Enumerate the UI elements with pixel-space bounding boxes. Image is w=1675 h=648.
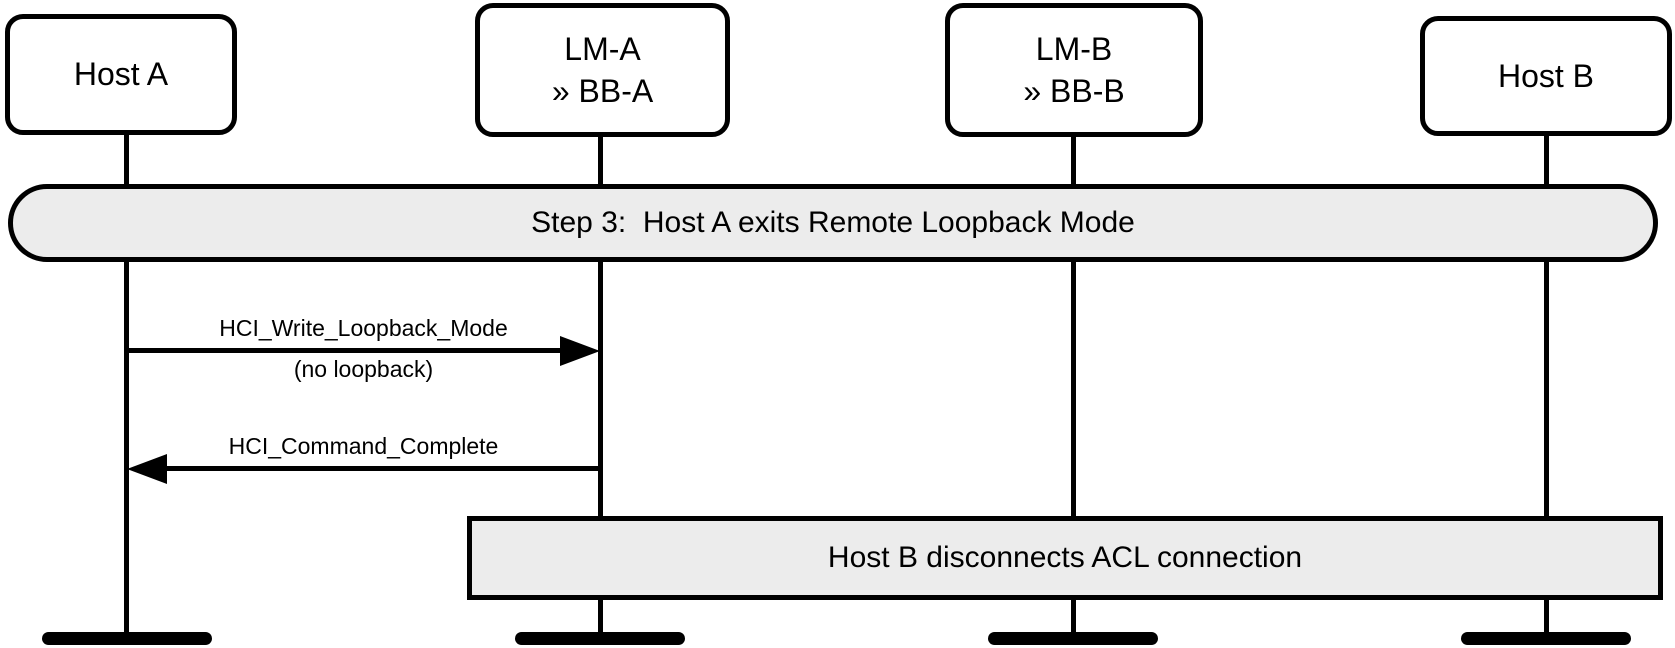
action-box: Host B disconnects ACL connection xyxy=(467,516,1663,600)
message-2-label: HCI_Command_Complete xyxy=(228,433,499,459)
lifeline-lm-a-top xyxy=(598,133,603,186)
arrowhead-left-icon xyxy=(127,454,167,484)
actor-label-lm-b-line2: » BB-B xyxy=(1023,73,1125,109)
actor-label-lm-a-line2: » BB-A xyxy=(551,73,654,109)
actor-box-host-b: Host B xyxy=(1420,16,1672,136)
lifeline-terminator-lm-a xyxy=(515,632,685,645)
lifeline-terminator-lm-b xyxy=(988,632,1158,645)
message-1-sublabel: (no loopback) xyxy=(293,356,434,382)
action-box-text: Host B disconnects ACL connection xyxy=(827,541,1303,574)
lifeline-host-b-bottom xyxy=(1544,598,1549,638)
actor-box-lm-a: LM-A » BB-A xyxy=(475,3,730,137)
message-1-label: HCI_Write_Loopback_Mode xyxy=(219,315,508,341)
lifeline-host-a-top xyxy=(124,133,129,186)
step-banner: Step 3: Host A exits Remote Loopback Mod… xyxy=(8,184,1658,262)
actor-label-host-b: Host B xyxy=(1497,57,1595,94)
lifeline-terminator-host-b xyxy=(1461,632,1631,645)
lifeline-lm-b-bottom xyxy=(1071,598,1076,638)
step-banner-text: Step 3: Host A exits Remote Loopback Mod… xyxy=(531,206,1135,239)
arrowhead-right-icon xyxy=(560,336,600,366)
actor-label-lm-a-line1: LM-A xyxy=(564,30,641,67)
message-2-arrow-line xyxy=(163,466,600,471)
lifeline-host-b-top xyxy=(1544,133,1549,186)
actor-label-host-a: Host A xyxy=(73,56,169,93)
lifeline-host-b-main xyxy=(1544,260,1549,518)
actor-box-lm-b: LM-B » BB-B xyxy=(945,3,1203,137)
lifeline-lm-b-main xyxy=(1071,260,1076,518)
actor-box-host-a: Host A xyxy=(5,14,237,135)
actor-label-lm-b-line1: LM-B xyxy=(1035,30,1113,67)
lifeline-lm-a-bottom xyxy=(598,598,603,638)
message-1-arrow-line xyxy=(127,348,564,353)
lifeline-lm-b-top xyxy=(1071,133,1076,186)
lifeline-lm-a-main xyxy=(598,260,603,518)
lifeline-terminator-host-a xyxy=(42,632,212,645)
lifeline-host-a-main xyxy=(124,260,129,640)
